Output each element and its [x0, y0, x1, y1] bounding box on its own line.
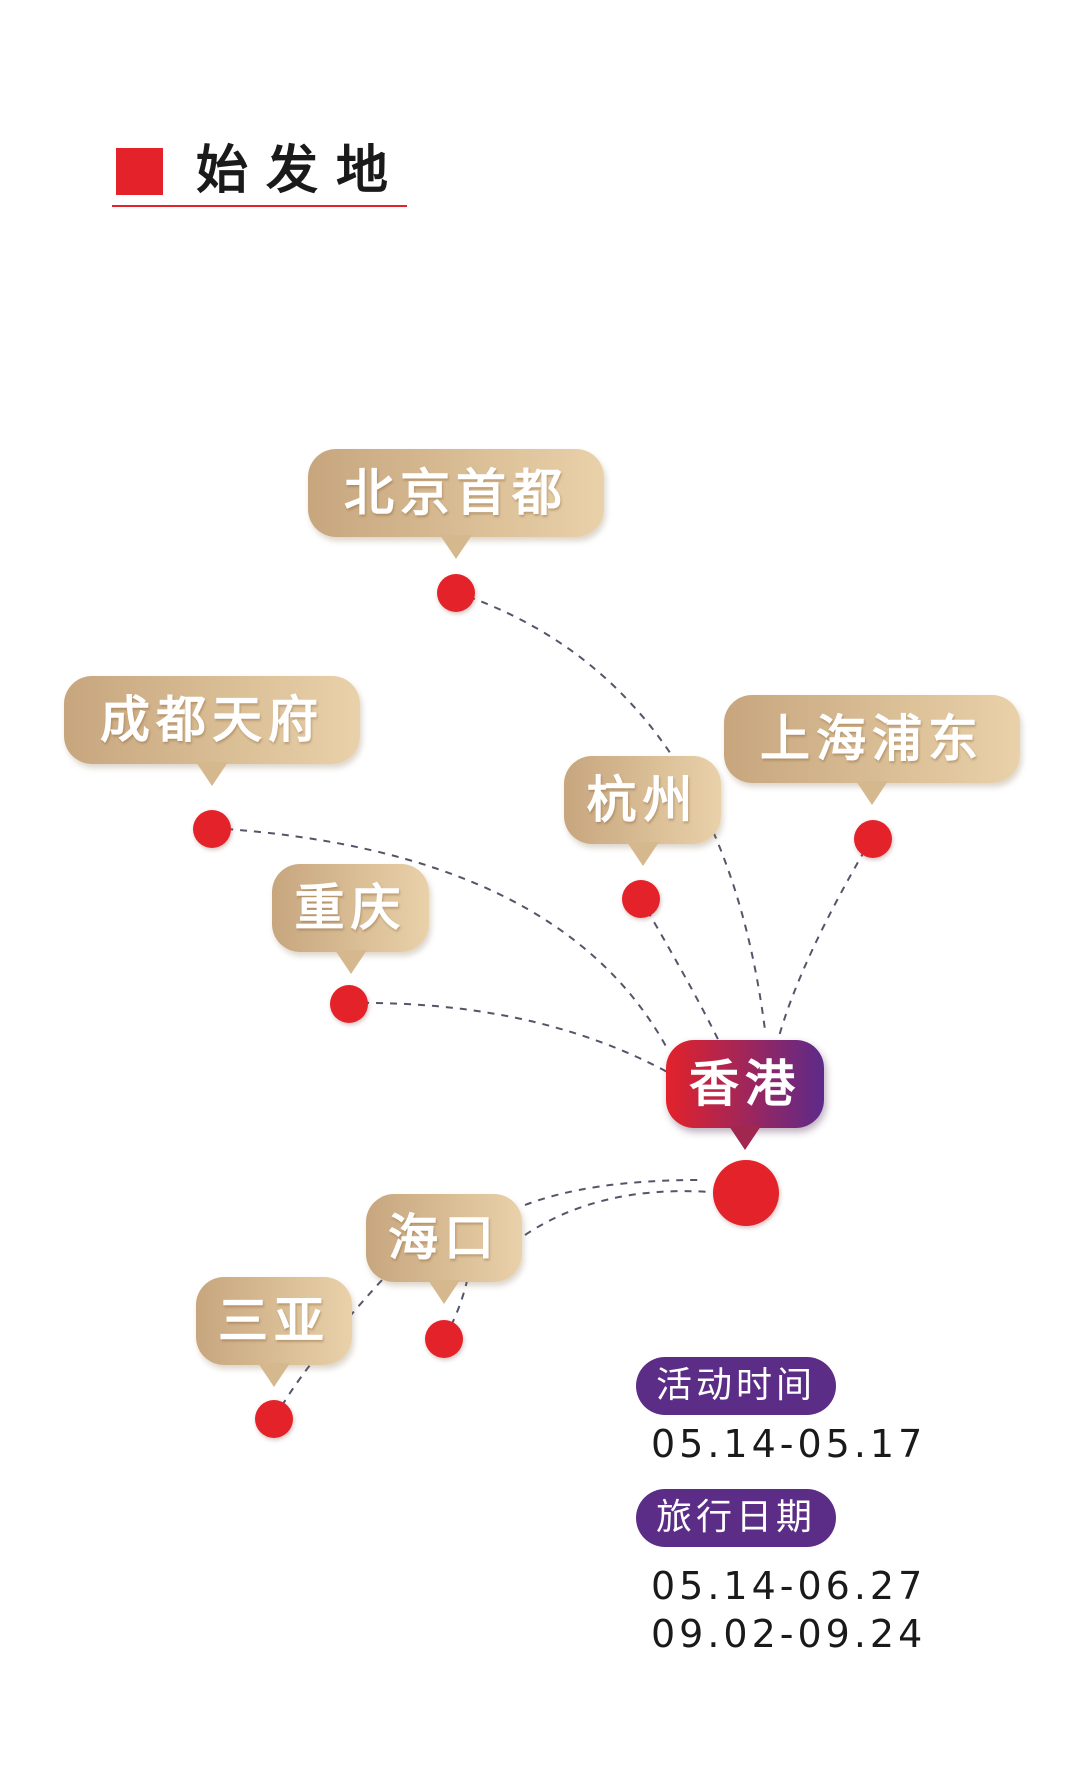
route-haikou-lower: [524, 1190, 711, 1236]
travel-dates-1: 05.14-06.27: [651, 1564, 927, 1608]
route-hangzhou: [639, 897, 729, 1061]
city-label-haikou: 海口: [366, 1194, 522, 1304]
route-haikou-upper: [524, 1179, 701, 1206]
city-dot-sanya: [255, 1400, 293, 1438]
route-shanghai: [777, 837, 873, 1041]
hub-label-hongkong: 香港: [666, 1040, 824, 1150]
city-dot-shanghai: [854, 820, 892, 858]
header-underline: [112, 205, 407, 207]
city-label-chongqing: 重庆: [272, 864, 429, 974]
activity-dates: 05.14-05.17: [651, 1422, 927, 1466]
city-dot-hangzhou: [622, 880, 660, 918]
page-title: 始发地: [196, 141, 407, 201]
city-dot-beijing: [437, 574, 475, 612]
city-label-hangzhou: 杭州: [564, 756, 721, 866]
city-label-shanghai: 上海浦东: [724, 695, 1020, 805]
city-dot-haikou: [425, 1320, 463, 1358]
city-dot-chongqing: [330, 985, 368, 1023]
route-chengdu: [211, 827, 669, 1051]
city-label-chengdu: 成都天府: [64, 676, 360, 786]
route-beijing: [454, 591, 766, 1031]
travel-date-pill: 旅行日期: [636, 1489, 836, 1547]
city-label-beijing: 北京首都: [308, 449, 604, 559]
travel-dates-2: 09.02-09.24: [651, 1612, 927, 1656]
city-dot-chengdu: [193, 810, 231, 848]
header-red-square: [116, 148, 163, 195]
city-label-sanya: 三亚: [196, 1277, 352, 1387]
route-chongqing: [347, 1001, 691, 1086]
activity-time-pill: 活动时间: [636, 1357, 836, 1415]
hub-dot-hongkong: [713, 1160, 779, 1226]
